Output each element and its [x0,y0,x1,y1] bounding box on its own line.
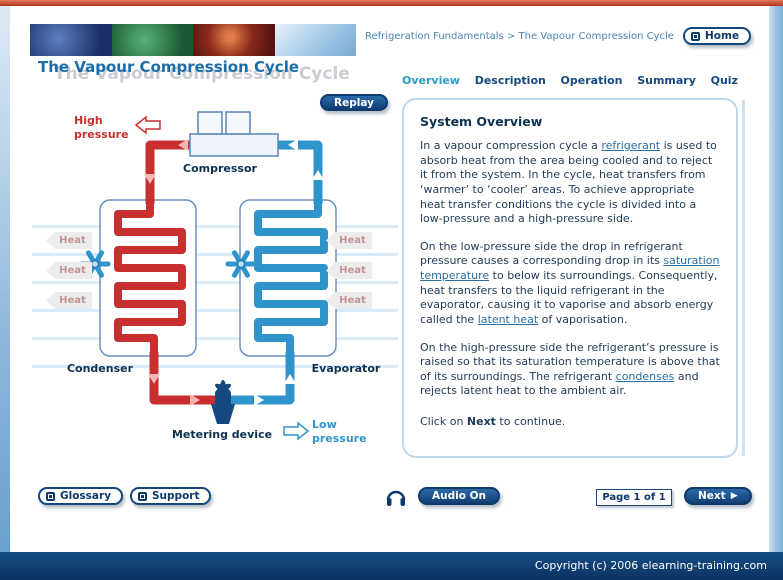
banner-photo-3 [193,24,275,56]
flow-arrows-red [144,139,200,406]
headphones-icon [386,490,406,506]
text-run: On the high-pressure side the refrigeran… [420,340,720,383]
content-panel: System Overview In a vapour compression … [402,98,738,458]
replay-button-label: Replay [334,96,374,109]
home-icon [691,31,700,41]
tab-bar: Overview Description Operation Summary Q… [402,74,738,87]
heat-arrow-badge: Heat [326,292,372,309]
glossary-button[interactable]: Glossary [38,487,124,505]
text-run: Click on [420,415,467,428]
compressor [189,111,279,157]
next-button-label: Next [698,490,726,502]
heat-label: Heat [59,295,86,306]
evaporator-label: Evaporator [311,362,381,375]
content-paragraph: Click on Next to continue. [420,415,720,430]
content-text: In a vapour compression cycle a refriger… [420,139,720,430]
text-run: In a vapour compression cycle a [420,139,602,152]
compressor-label: Compressor [183,162,257,175]
heat-arrow-badge: Heat [326,262,372,279]
copyright-text: Copyright (c) 2006 elearning-training.co… [534,559,767,572]
term-link[interactable]: saturation temperature [420,254,720,282]
content-paragraph: On the low-pressure side the drop in ref… [420,240,720,328]
flow-arrows-blue [254,139,324,406]
breadcrumb: Refrigeration Fundamentals > The Vapour … [365,31,674,42]
condenser-coil [114,198,186,358]
text-run: of vaporisation. [538,312,628,326]
heat-label: Heat [339,295,366,306]
page-indicator: Page 1 of 1 [596,489,672,506]
panel-scroll-track [742,100,745,456]
banner-photo-1 [30,24,112,56]
content-paragraph: On the high-pressure side the refrigeran… [420,341,720,400]
high-pressure-label: High pressure [74,114,129,141]
heat-label: Heat [59,265,86,276]
support-button-label: Support [152,490,200,502]
low-pressure-arrow-icon [283,421,310,441]
right-border [769,6,783,552]
glossary-button-label: Glossary [60,490,112,502]
low-pressure-label: Low pressure [312,418,367,445]
glossary-icon [46,491,55,501]
metering-device-label: Metering device [171,428,273,441]
text-run: and rejects latent heat to the ambient a… [420,369,699,398]
term-link[interactable]: refrigerant [601,139,661,152]
term-link[interactable]: condenses [615,369,675,383]
tab-overview[interactable]: Overview [402,74,460,87]
page-title: The Vapour Compression Cycle The Vapour … [38,58,458,90]
left-border [0,6,10,552]
header-banner [30,24,356,56]
next-button[interactable]: Next ▶ [684,487,752,505]
heat-label: Heat [339,235,366,246]
text-run: On the low-pressure side the drop in ref… [420,239,683,268]
home-button[interactable]: Home [683,27,752,45]
tab-operation[interactable]: Operation [560,74,623,87]
high-pressure-arrow-icon [134,115,161,135]
diagram-background-stripes [32,200,398,370]
copyright-bar: Copyright (c) 2006 elearning-training.co… [0,552,783,580]
page-title-ghost: The Vapour Compression Cycle [54,64,350,84]
term-link[interactable]: latent heat [477,312,539,326]
heat-arrow-badge: Heat [46,292,92,309]
section-heading: System Overview [420,114,543,129]
content-paragraph: In a vapour compression cycle a refriger… [420,139,720,227]
banner-photo-2 [111,24,193,56]
tab-description[interactable]: Description [474,74,546,87]
banner-photo-4 [274,24,356,56]
heat-arrow-badge: Heat [46,262,92,279]
audio-button-label: Audio On [432,490,486,502]
top-border [0,0,783,6]
evaporator-fan-icon [225,250,257,278]
cycle-diagram: Replay High pressure Low pressure Compre… [32,92,398,472]
tab-quiz[interactable]: Quiz [710,74,738,87]
replay-button[interactable]: Replay [320,94,388,111]
support-button[interactable]: Support [130,487,212,505]
bold-text: Next [466,415,496,428]
text-run: to continue. [495,415,566,428]
heat-label: Heat [339,265,366,276]
next-arrow-icon: ▶ [730,490,738,501]
page-title-text: The Vapour Compression Cycle [38,58,300,76]
heat-arrow-badge: Heat [46,232,92,249]
tab-summary[interactable]: Summary [637,74,696,87]
heat-label: Heat [59,235,86,246]
text-run: is used to absorb heat from the area bei… [420,139,717,226]
heat-arrow-badge: Heat [326,232,372,249]
metering-device [211,380,235,424]
text-run: to below its surroundings. Consequently,… [420,269,718,326]
audio-toggle-button[interactable]: Audio On [418,487,500,505]
condenser-label: Condenser [66,362,134,375]
evaporator-coil [254,198,328,358]
support-icon [138,491,147,501]
home-button-label: Home [705,30,740,42]
